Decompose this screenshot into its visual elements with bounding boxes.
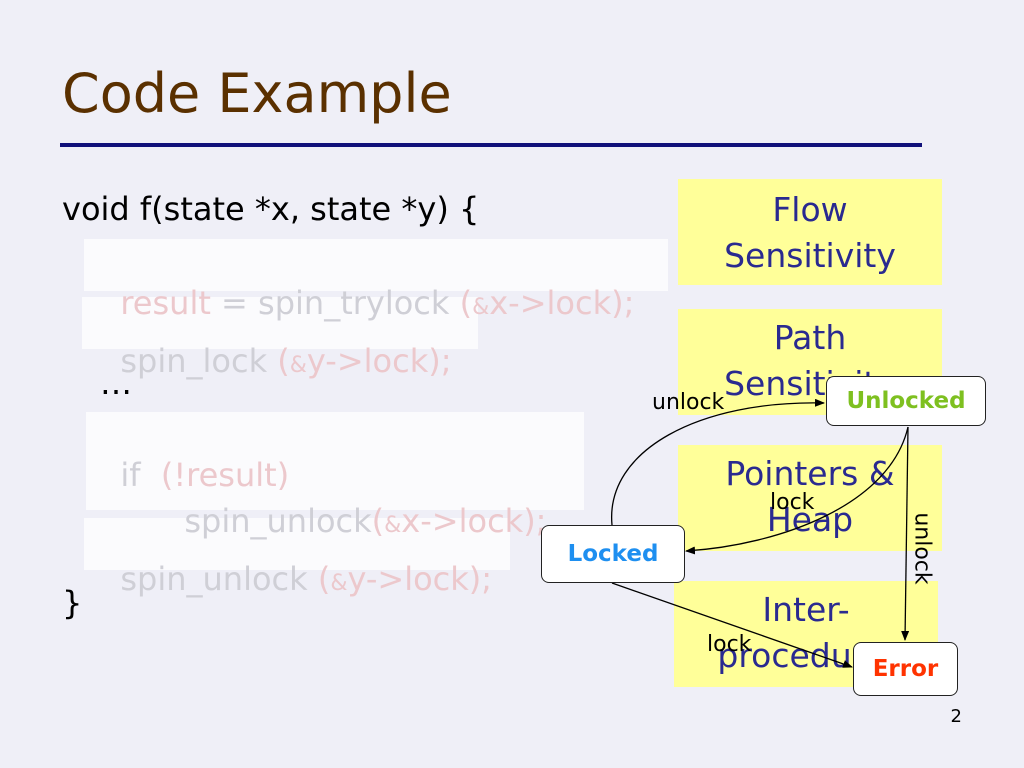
code-line-lock: spin_lock (&y->lock);	[100, 304, 452, 380]
code-call-unlock: spin_unlock	[120, 560, 308, 598]
state-error-label: Error	[872, 656, 939, 682]
code-if-keyword: if	[120, 456, 141, 494]
edge-unlocked-to-locked	[685, 426, 909, 555]
state-error: Error	[853, 642, 958, 696]
state-locked-label: Locked	[567, 541, 659, 567]
box-pointers-line1: Pointers &	[725, 454, 895, 493]
highlight-line3	[82, 297, 478, 349]
edge-label-unlock-top: unlock	[652, 390, 725, 415]
highlight-line7	[84, 518, 510, 570]
code-amp: &	[289, 353, 307, 378]
code-call-lock: spin_lock	[120, 342, 268, 380]
code-line-ellipsis: …	[100, 364, 132, 402]
highlight-if-block	[86, 412, 584, 510]
code-equals: =	[210, 284, 259, 322]
code-line-trylock: result = spin_trylock (&x->lock);	[100, 246, 634, 322]
box-flow-sensitivity: Flow Sensitivity	[678, 179, 942, 285]
code-arg: x->lock);	[489, 284, 635, 322]
code-call-unlock: spin_unlock	[184, 502, 372, 540]
code-arg: y->lock);	[306, 342, 452, 380]
code-paren: (	[371, 502, 385, 540]
state-unlocked-label: Unlocked	[846, 388, 966, 414]
code-if-condition: (!result)	[140, 456, 290, 494]
edge-label-unlock-right: unlock	[909, 512, 935, 585]
code-paren: (	[449, 284, 473, 322]
box-pointers-heap: Pointers & Heap	[678, 445, 942, 551]
code-paren: (	[307, 560, 331, 598]
code-arg: y->lock);	[347, 560, 493, 598]
code-line-unlock-y: spin_unlock (&y->lock);	[100, 522, 492, 598]
code-line-close-brace: }	[62, 584, 83, 622]
state-unlocked: Unlocked	[826, 376, 986, 426]
edge-unlocked-to-error	[901, 426, 910, 641]
edge-locked-to-error	[611, 582, 853, 668]
page-number: 2	[950, 706, 962, 727]
title-rule	[60, 143, 922, 147]
edge-label-lock-mid: lock	[770, 490, 815, 515]
box-inter-line1: Inter-	[762, 590, 850, 629]
code-paren: (	[267, 342, 290, 380]
slide-title: Code Example	[62, 62, 452, 125]
code-line-signature: void f(state *x, state *y) {	[62, 190, 480, 228]
code-arg: x->lock);	[401, 502, 547, 540]
box-flow-line1: Flow	[772, 190, 848, 229]
code-line-if: if (!result)	[100, 418, 289, 494]
edge-locked-to-unlocked	[611, 398, 825, 526]
highlight-line2	[84, 239, 668, 291]
code-amp: &	[330, 571, 348, 596]
box-flow-line2: Sensitivity	[724, 236, 896, 275]
code-line-unlock-x: spin_unlock(&x->lock);	[164, 464, 546, 540]
code-amp: &	[472, 295, 490, 320]
box-pointers-line2: Heap	[766, 500, 854, 539]
code-call-trylock: spin_trylock	[258, 284, 450, 322]
edge-label-lock-bottom: lock	[707, 632, 752, 657]
code-amp: &	[384, 513, 402, 538]
state-locked: Locked	[541, 525, 685, 583]
code-result-var: result	[120, 284, 211, 322]
box-path-line1: Path	[773, 318, 847, 357]
